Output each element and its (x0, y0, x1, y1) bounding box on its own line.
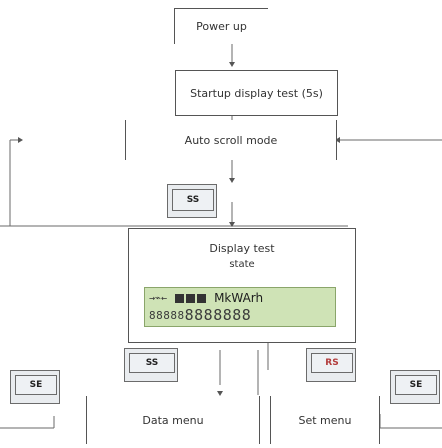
ss-key-top-face: SS (172, 189, 214, 211)
power-up-node: Power up (174, 8, 268, 44)
lcd-unit-label: MkWArh (214, 291, 264, 305)
data-menu-label: Data menu (142, 413, 204, 427)
segment-block-icon (175, 293, 185, 303)
data-menu-node: Data menu (86, 396, 260, 444)
se-key-right[interactable]: SE (390, 370, 440, 404)
se-key-left-face: SE (15, 375, 57, 395)
power-up-label: Power up (196, 20, 247, 33)
startup-display-test-label: Startup display test (5s) (190, 86, 323, 100)
ss-key-bottom-label: SS (145, 358, 159, 368)
se-key-right-label: SE (409, 380, 423, 390)
display-test-state-title: Display test state (129, 241, 355, 273)
auto-scroll-mode-label: Auto scroll mode (184, 133, 278, 147)
se-key-right-face: SE (395, 375, 437, 395)
lcd-small-digits: 88888 (149, 308, 185, 322)
ss-key-top-label: SS (186, 195, 200, 205)
lcd-display: →⌁← MkWArh 88888 8888888 (144, 287, 336, 327)
segment-block-icon (186, 293, 196, 303)
display-test-line2: state (229, 259, 255, 270)
lcd-indicator-row: →⌁← MkWArh (149, 290, 331, 306)
auto-scroll-mode-node: Auto scroll mode (125, 120, 337, 160)
display-test-line1: Display test (209, 242, 275, 255)
ss-key-bottom-face: SS (129, 353, 175, 373)
se-key-left[interactable]: SE (10, 370, 60, 404)
rs-key-face: RS (311, 353, 353, 373)
segment-block-icon (197, 293, 207, 303)
ss-key-top[interactable]: SS (167, 184, 217, 218)
ss-key-bottom[interactable]: SS (124, 348, 178, 382)
se-key-left-label: SE (29, 380, 43, 390)
lcd-digit-row: 88888 8888888 (149, 306, 331, 324)
energy-flow-icon: →⌁← (149, 292, 168, 304)
rs-key-label: RS (325, 358, 339, 368)
set-menu-node: Set menu (270, 396, 380, 444)
set-menu-label: Set menu (298, 413, 352, 427)
startup-display-test-node: Startup display test (5s) (175, 70, 338, 116)
rs-key[interactable]: RS (306, 348, 356, 382)
lcd-large-digits: 8888888 (184, 306, 252, 324)
